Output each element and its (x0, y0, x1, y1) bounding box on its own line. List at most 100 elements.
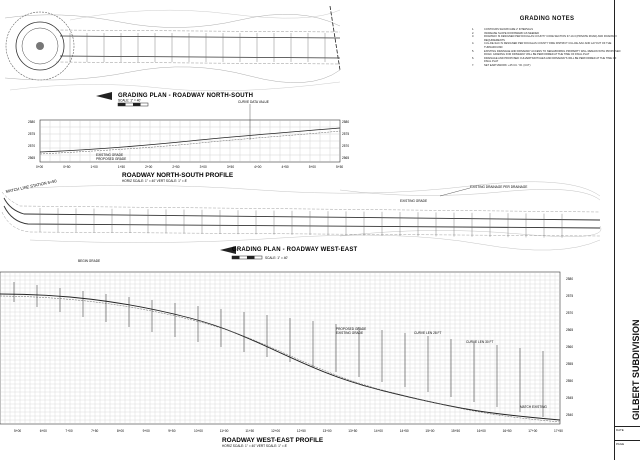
elevation-label: 2575 (566, 294, 573, 298)
station-label: 4+00 (254, 165, 261, 169)
station-label: 7+00 (65, 429, 72, 433)
elevation-label: 2580 (28, 120, 35, 124)
match-line: MATCH LINE STATION 5+50 (5, 178, 58, 194)
station-label: 11+50 (245, 429, 254, 433)
station-label: 8+00 (117, 429, 124, 433)
callout-begin-grade: BEGIN GRADE (78, 259, 100, 263)
station-label: 3+50 (227, 165, 234, 169)
plan-north-south-title: GRADING PLAN - ROADWAY NORTH-SOUTH (118, 93, 253, 99)
elevation-label: 2575 (342, 132, 349, 136)
elevation-label: 2550 (566, 379, 573, 383)
subdivision-name: GILBERT SUBDIVISION (631, 319, 640, 420)
grading-note: 4.CUL-DE-SAC IS DESIGNED PER DOUGLAS COU… (472, 42, 612, 49)
grading-note: 3.ROADWAY IS DESIGNED PER DOUGLAS COUNTY… (472, 35, 617, 42)
station-label: 12+00 (271, 429, 280, 433)
elevation-label: 2555 (566, 362, 573, 366)
station-label: 13+50 (348, 429, 357, 433)
title-block (614, 0, 640, 460)
callout-curve-len-2: CURVE LEN 30 FT (466, 340, 493, 344)
grading-note: 1.CONTOURS SHOWN ARE 2' INTERVALS (472, 28, 533, 31)
plan-north-south-drawing (4, 5, 341, 92)
station-label: 2+50 (172, 165, 179, 169)
grading-notes-list: 1.CONTOURS SHOWN ARE 2' INTERVALS 2.INCR… (472, 28, 622, 68)
match-line-label: MATCH LINE STATION 5+50 (5, 178, 58, 194)
station-label: 15+00 (425, 429, 434, 433)
plan-west-east-cross-sections (39, 208, 563, 238)
callout-we-proposed-grade: PROPOSED GRADE (336, 327, 366, 331)
elevation-label: 2570 (566, 311, 573, 315)
callout-curve-data: CURVE DATA VALUE (238, 100, 269, 104)
station-label: 11+00 (220, 429, 229, 433)
profile-north-south: 2580 2580 2575 2575 2570 2570 2565 2565 0+00 0+5… (28, 100, 349, 183)
station-label: 14+00 (374, 429, 383, 433)
callout-plan-existing-grade: EXISTING GRADE (400, 199, 427, 203)
elevation-label: 2540 (566, 413, 573, 417)
plan-west-east-title: GRADING PLAN - ROADWAY WEST-EAST (232, 247, 358, 253)
plan-west-east-scale: SCALE: 1" = 40' (265, 256, 288, 260)
grading-note: 7.NET EARTHWORK: +25 CU. YD. (CUT) (472, 63, 531, 67)
station-label: 3+00 (200, 165, 207, 169)
elevation-label: 2565 (342, 156, 349, 160)
titleblock-page: PAGE (615, 440, 640, 460)
plan-west-east-drawing (1, 181, 602, 251)
station-label: 5+00 (14, 429, 21, 433)
station-label: 9+00 (143, 429, 150, 433)
station-label: 17+50 (554, 429, 563, 433)
elevation-label: 2565 (28, 156, 35, 160)
elevation-label: 2545 (566, 396, 573, 400)
elevation-label: 2560 (566, 345, 573, 349)
plan-west-east-callouts: EXISTING DRAINAGE PER DRAINAGE EXISTING … (400, 185, 527, 203)
existing-grade-line (39, 130, 341, 155)
elevation-label: 2575 (28, 132, 35, 136)
grading-notes: GRADING NOTES 1.CONTOURS SHOWN ARE 2' IN… (472, 16, 622, 68)
profile-north-south-scale: HORIZ SCALE: 1" = 40' VERT SCALE: 1" = 8… (122, 179, 187, 183)
callout-curve-len-1: CURVE LEN 28 FT (414, 331, 441, 335)
plan-west-east-title-block: GRADING PLAN - ROADWAY WEST-EAST SCALE: … (220, 246, 358, 260)
callout-existing-grade: EXISTING GRADE (96, 153, 123, 157)
north-arrow-icon (220, 246, 236, 254)
elevation-label: 2580 (342, 120, 349, 124)
grading-note: 5.EXISTING DRAINAGE AND DRIVEWAY ACCESS … (472, 49, 621, 57)
station-label: 13+00 (323, 429, 332, 433)
grading-note: 2.INCREASE SLOPE DOWNWARD AS NEEDED (472, 31, 539, 35)
station-label: 5+50 (336, 165, 343, 169)
station-label: 1+00 (91, 165, 98, 169)
station-label: 17+00 (528, 429, 537, 433)
station-label: 10+00 (194, 429, 203, 433)
profile-west-east: 2580 2575 2570 2565 2560 2555 2550 2545 2540 5+0… (0, 259, 573, 448)
station-label: 7+50 (91, 429, 98, 433)
station-label: 0+50 (63, 165, 70, 169)
station-label: 6+00 (40, 429, 47, 433)
station-label: 12+50 (297, 429, 306, 433)
callout-match-existing: MATCH EXISTING (520, 405, 547, 409)
callout-we-existing-grade: EXISTING GRADE (336, 331, 363, 335)
elevation-label: 2570 (28, 144, 35, 148)
station-label: 14+50 (400, 429, 409, 433)
grading-notes-title: GRADING NOTES (519, 16, 575, 22)
proposed-grade-line-we (0, 293, 561, 421)
elevation-label: 2570 (342, 144, 349, 148)
plan-north-south-cross-sections (69, 33, 326, 62)
station-label: 15+50 (451, 429, 460, 433)
station-label: 4+50 (281, 165, 288, 169)
callout-plan-existing-drainage: EXISTING DRAINAGE PER DRAINAGE (470, 185, 527, 189)
profile-north-south-title: ROADWAY NORTH-SOUTH PROFILE (122, 172, 234, 179)
callout-proposed-grade: PROPOSED GRADE (96, 157, 126, 161)
profile-west-east-scale: HORIZ SCALE: 1" = 40' VERT SCALE: 1" = 8… (222, 444, 287, 448)
titleblock-date: DATE (615, 426, 640, 438)
station-label: 16+00 (477, 429, 486, 433)
station-label: 2+00 (145, 165, 152, 169)
station-label: 0+00 (36, 165, 43, 169)
proposed-grade-line (39, 127, 341, 153)
station-label: 1+50 (118, 165, 125, 169)
elevation-label: 2580 (566, 277, 573, 281)
station-label: 5+00 (309, 165, 316, 169)
station-label: 9+50 (168, 429, 175, 433)
plan-north-south-title-block: GRADING PLAN - ROADWAY NORTH-SOUTH SCALE… (96, 92, 253, 107)
grading-note: 6.DRAINAGE AND PROPOSED CULVERTS/DITCHES… (472, 56, 617, 64)
elevation-label: 2565 (566, 328, 573, 332)
profile-west-east-title: ROADWAY WEST-EAST PROFILE (222, 437, 324, 444)
plan-north-south-scale: SCALE: 1" = 40' (118, 99, 141, 103)
north-arrow-icon (96, 92, 112, 100)
